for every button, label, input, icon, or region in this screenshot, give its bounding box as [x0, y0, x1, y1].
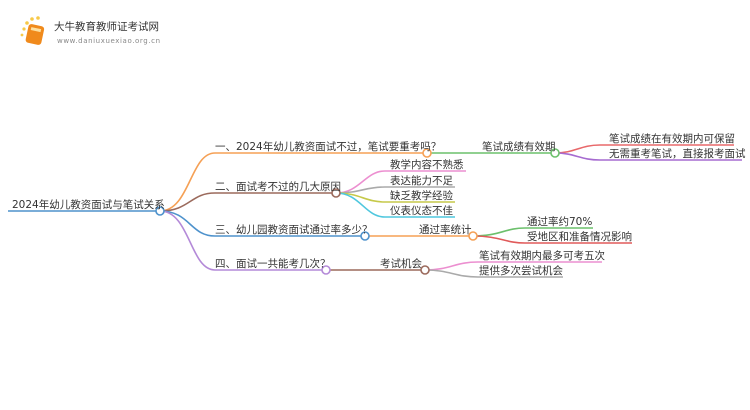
branch-3-sub-toggle[interactable]: [468, 231, 478, 241]
branch-1-topic[interactable]: 一、2024年幼儿教资面试不过，笔试要重考吗？: [215, 140, 441, 153]
branch-1-sub-toggle[interactable]: [550, 148, 560, 158]
branch-4-toggle[interactable]: [321, 265, 331, 275]
root-node-toggle[interactable]: [155, 206, 165, 216]
leaf-topic[interactable]: 教学内容不熟悉: [390, 158, 464, 171]
branch-4-sub-toggle[interactable]: [420, 265, 430, 275]
leaf-topic[interactable]: 笔试成绩在有效期内可保留: [609, 132, 735, 145]
leaf-topic[interactable]: 仪表仪态不佳: [390, 204, 453, 217]
branch-3-topic[interactable]: 三、幼儿园教资面试通过率多少？: [215, 223, 373, 236]
branch-4-subtopic[interactable]: 考试机会: [380, 257, 422, 270]
branch-1-toggle[interactable]: [422, 148, 432, 158]
logo: 大牛教育教师证考试网 www.daniuxuexiao.org.cn: [20, 16, 161, 45]
logo-title: 大牛教育教师证考试网: [54, 20, 159, 33]
leaf-topic[interactable]: 缺乏教学经验: [390, 189, 453, 202]
book-logo-icon: [20, 16, 45, 45]
branch-4-topic[interactable]: 四、面试一共能考几次？: [215, 257, 331, 270]
leaf-topic[interactable]: 受地区和准备情况影响: [527, 230, 632, 243]
leaf-topic[interactable]: 无需重考笔试，直接报考面试: [609, 147, 746, 160]
branch-3-toggle[interactable]: [360, 231, 370, 241]
leaf-topic[interactable]: 通过率约70%: [527, 215, 592, 228]
leaf-topic[interactable]: 表达能力不足: [390, 174, 453, 187]
leaf-topic[interactable]: 笔试有效期内最多可考五次: [479, 249, 605, 262]
branch-2-toggle[interactable]: [331, 188, 341, 198]
branch-1-subtopic[interactable]: 笔试成绩有效期: [482, 140, 556, 153]
leaf-topic[interactable]: 提供多次尝试机会: [479, 264, 563, 277]
branch-3-subtopic[interactable]: 通过率统计: [419, 223, 472, 236]
root-topic[interactable]: 2024年幼儿教资面试与笔试关系: [12, 198, 165, 211]
branch-2-topic[interactable]: 二、面试考不过的几大原因: [215, 180, 341, 193]
logo-url: www.daniuxuexiao.org.cn: [57, 37, 161, 45]
